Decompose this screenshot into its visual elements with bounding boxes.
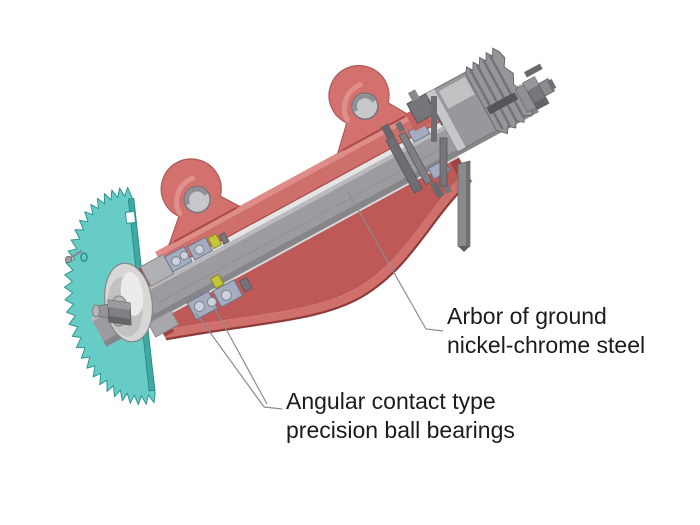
- leader-bearing-2: [213, 306, 268, 405]
- annotation-bearings: Angular contact type precision ball bear…: [286, 387, 515, 446]
- arbor-assembly: [90, 47, 557, 347]
- housing-top-cut-edge: [165, 120, 442, 272]
- pulley-groove: [469, 68, 504, 130]
- blade-expansion-slot: [124, 210, 137, 224]
- bearing-ball: [220, 289, 232, 301]
- annotation-bearings-line1: Angular contact type: [286, 388, 496, 414]
- bracket-bolt: [407, 89, 420, 102]
- mounting-bar: [457, 160, 471, 252]
- left-bearing-cap-bottom: [147, 309, 180, 338]
- bearing-lower: [186, 273, 253, 321]
- annotation-arbor: Arbor of ground nickel-chrome steel: [447, 302, 645, 361]
- leader-arbor: [347, 191, 444, 332]
- bracket-strap: [439, 137, 448, 187]
- annotation-arbor-line1: Arbor of ground: [447, 303, 607, 329]
- housing-bottom-edge: [165, 179, 473, 341]
- leader-bearing-1: [195, 312, 265, 408]
- bearing-seal-upper: [207, 233, 223, 250]
- arbor-shaft-highlight: [90, 82, 525, 322]
- annotation-arbor-line2: nickel-chrome steel: [447, 332, 646, 359]
- housing-top-highlight: [155, 102, 434, 258]
- bolt-upper: [380, 123, 395, 140]
- bearing-ball: [194, 244, 205, 255]
- pulley-inner-face: [438, 76, 475, 109]
- arbor-shaft-shadow: [103, 106, 539, 347]
- bearing-ball: [194, 300, 205, 312]
- housing-top-band: [155, 102, 442, 272]
- blade-flange-assembly: [92, 262, 154, 343]
- blade-pin-hole: [80, 252, 88, 263]
- bracket-rod: [431, 96, 437, 142]
- leader-lines: [195, 191, 444, 410]
- shaft-keyway: [486, 92, 519, 115]
- bearing-seal-lower: [209, 273, 225, 290]
- bearing-upper: [164, 232, 230, 273]
- annotation-bearings-line2: precision ball bearings: [286, 417, 515, 444]
- screw-lower: [430, 181, 445, 199]
- pulley-groove: [475, 64, 512, 127]
- leader-bearing-elbow: [263, 406, 283, 410]
- housing-bottom-face: [161, 171, 472, 340]
- arbor-shaft-seam: [159, 148, 441, 303]
- mounting-lug-right: [328, 64, 410, 154]
- shaft-end-hardware: [514, 63, 557, 113]
- bore-lower-strip: [155, 155, 460, 323]
- mounting-lug-left: [160, 158, 241, 246]
- pulley-groove: [482, 59, 519, 124]
- shaft-lockring: [385, 135, 423, 194]
- shaft-end-tab: [524, 63, 543, 78]
- blade-pin-head: [64, 255, 73, 264]
- arbor-shaft: [90, 82, 539, 347]
- pulley-groove: [488, 54, 525, 119]
- bearing-ball: [206, 297, 217, 307]
- bearing-ball: [171, 256, 181, 267]
- bearing-ball: [179, 251, 189, 260]
- shaft-spacer-ring: [398, 131, 433, 186]
